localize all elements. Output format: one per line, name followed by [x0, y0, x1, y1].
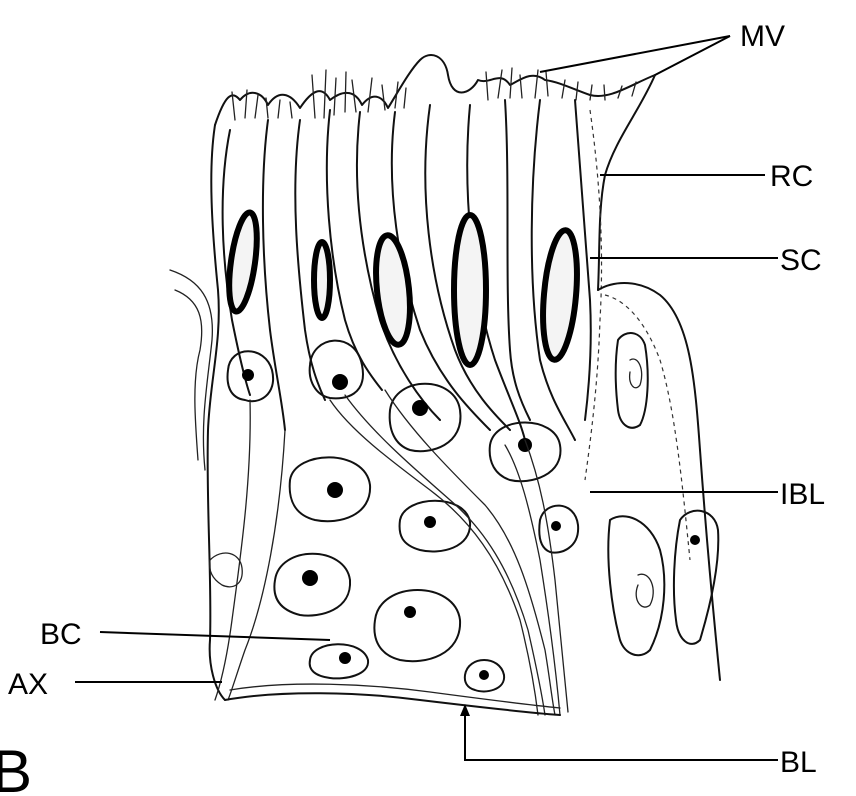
label-ibl: IBL — [780, 478, 825, 511]
epithelium-outline — [208, 55, 655, 700]
leader-bc — [100, 632, 330, 640]
axon-bundle — [215, 390, 568, 715]
label-ax: AX — [8, 668, 48, 701]
basal-lamina — [225, 684, 560, 715]
leader-mv-1 — [540, 36, 730, 72]
label-bc: BC — [40, 618, 82, 651]
label-sc: SC — [780, 244, 822, 277]
label-mv: MV — [740, 20, 785, 53]
label-rc: RC — [770, 160, 813, 193]
leader-mv-2 — [655, 36, 730, 75]
right-cells — [170, 270, 720, 680]
elongated-nuclei — [224, 211, 581, 365]
leader-bl — [465, 712, 778, 760]
panel-label: B — [0, 738, 32, 796]
label-bl: BL — [780, 746, 817, 779]
